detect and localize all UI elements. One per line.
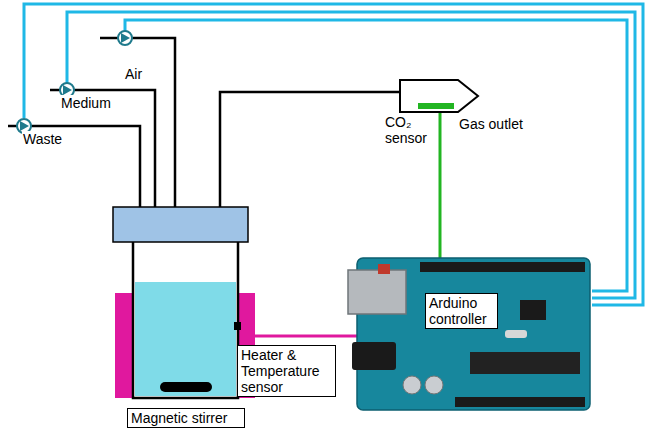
- box-text: Magnetic stirrer: [131, 410, 241, 426]
- box-text: Heater & Temperature sensor: [241, 347, 332, 395]
- usb-connector: [348, 270, 406, 314]
- culture-liquid: [135, 282, 236, 396]
- temperature-probe: [234, 322, 241, 330]
- vessel-wall: [133, 242, 238, 398]
- digital-header: [420, 262, 585, 272]
- arduino-board: [348, 258, 590, 410]
- sensor-wire: [439, 110, 442, 262]
- crystal: [505, 330, 527, 338]
- co2-sensor-element: [418, 103, 454, 109]
- pump-symbol: [118, 31, 132, 45]
- capacitor: [425, 376, 443, 394]
- box-text: Arduino controller: [429, 295, 494, 327]
- power-jack: [352, 342, 396, 370]
- part-label: Medium: [60, 95, 112, 111]
- pump-triangle: [121, 33, 130, 43]
- vessel-cap: [113, 207, 248, 242]
- label-box: Heater & Temperature sensor: [237, 345, 336, 397]
- vessel-interior: [133, 242, 238, 398]
- heater-wire: [255, 335, 360, 338]
- label-box: Arduino controller: [425, 293, 498, 329]
- stir-bar: [160, 382, 212, 392]
- part-label: Gas outlet: [458, 116, 524, 132]
- part-label: Waste: [22, 131, 63, 147]
- part-label: CO₂ sensor: [384, 114, 436, 146]
- capacitor: [403, 376, 421, 394]
- reset-button: [378, 264, 390, 274]
- label-box: Magnetic stirrer: [127, 408, 245, 428]
- part-label: Air: [124, 66, 143, 82]
- co2-sensor-body: [400, 80, 478, 112]
- pump-triangle: [20, 121, 29, 131]
- icsp-header: [520, 300, 546, 320]
- analog-header: [455, 397, 585, 407]
- microcontroller-chip: [470, 352, 580, 374]
- pump-circle: [118, 31, 132, 45]
- pumps: [17, 31, 132, 133]
- pump-triangle: [63, 85, 72, 95]
